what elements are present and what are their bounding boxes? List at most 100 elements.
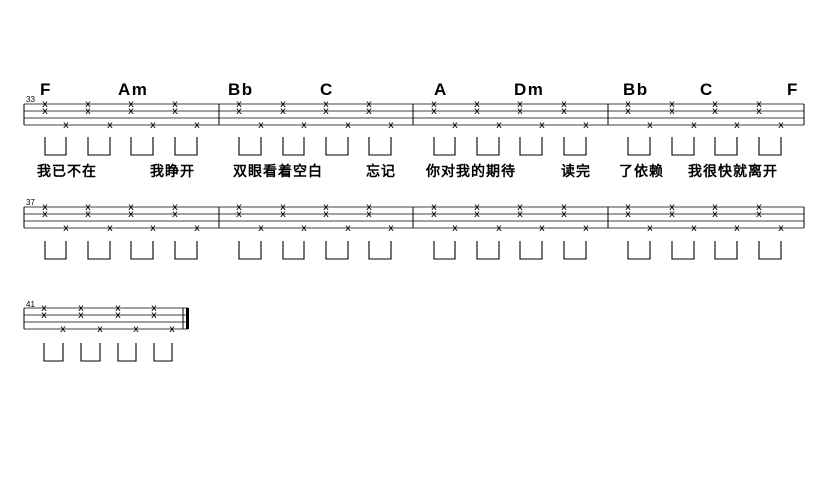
- lyric-line: 我睁开: [150, 163, 195, 180]
- svg-text:x: x: [236, 106, 242, 117]
- svg-text:x: x: [150, 223, 156, 234]
- svg-text:x: x: [194, 223, 200, 234]
- strum-marks: xxx xxx xxx xxx xxx xxx xxx xxx xxx xxx …: [42, 99, 784, 131]
- chord-name: Am: [118, 80, 148, 99]
- svg-text:x: x: [366, 209, 372, 220]
- svg-text:x: x: [128, 99, 134, 110]
- svg-text:x: x: [172, 209, 178, 220]
- svg-text:x: x: [172, 202, 178, 213]
- svg-text:x: x: [128, 209, 134, 220]
- svg-text:x: x: [625, 106, 631, 117]
- svg-text:x: x: [669, 99, 675, 110]
- svg-text:x: x: [756, 106, 762, 117]
- lyric-line: 我已不在: [37, 163, 97, 180]
- chord-name: Dm: [514, 80, 544, 99]
- svg-text:x: x: [151, 303, 157, 314]
- svg-text:x: x: [42, 202, 48, 213]
- svg-text:x: x: [496, 223, 502, 234]
- system-1: 33 F Am Bb C A Dm Bb C F xxx xxx xx: [23, 80, 805, 180]
- svg-text:x: x: [561, 99, 567, 110]
- lyric-line: 你对我的期待: [425, 163, 516, 180]
- svg-text:x: x: [388, 223, 394, 234]
- svg-text:x: x: [583, 223, 589, 234]
- barlines: [23, 207, 805, 228]
- rhythm-brackets: [44, 241, 782, 260]
- svg-text:x: x: [128, 202, 134, 213]
- svg-text:x: x: [42, 106, 48, 117]
- lyric-line: 读完: [561, 163, 591, 180]
- tab-staff: [24, 307, 188, 330]
- svg-text:x: x: [669, 209, 675, 220]
- chord-name: A: [434, 80, 448, 99]
- svg-text:x: x: [756, 202, 762, 213]
- svg-text:x: x: [63, 223, 69, 234]
- svg-text:x: x: [474, 99, 480, 110]
- svg-text:x: x: [150, 120, 156, 131]
- svg-text:x: x: [431, 209, 437, 220]
- svg-text:x: x: [712, 202, 718, 213]
- lyric-line: 了依赖: [619, 163, 664, 180]
- lyric-line: 我很快就离开: [688, 163, 778, 180]
- svg-text:x: x: [280, 99, 286, 110]
- chord-name: C: [320, 80, 334, 99]
- svg-text:x: x: [133, 324, 139, 335]
- svg-text:x: x: [431, 202, 437, 213]
- svg-text:x: x: [107, 223, 113, 234]
- svg-text:x: x: [42, 209, 48, 220]
- svg-text:x: x: [452, 120, 458, 131]
- svg-text:x: x: [41, 303, 47, 314]
- svg-text:x: x: [474, 202, 480, 213]
- svg-text:x: x: [647, 223, 653, 234]
- chord-name: F: [40, 80, 52, 99]
- svg-text:x: x: [431, 99, 437, 110]
- svg-text:x: x: [63, 120, 69, 131]
- svg-text:x: x: [258, 120, 264, 131]
- strum-marks: xxx xxx xxx xxx xxx xxx xxx xxx xxx xxx …: [42, 202, 784, 234]
- svg-text:x: x: [280, 209, 286, 220]
- svg-text:x: x: [280, 202, 286, 213]
- svg-text:x: x: [78, 310, 84, 321]
- measure-number: 33: [26, 95, 35, 104]
- strum-marks: xxx xxx xxx xxx: [41, 303, 175, 335]
- svg-text:x: x: [41, 310, 47, 321]
- svg-text:x: x: [366, 106, 372, 117]
- svg-text:x: x: [517, 106, 523, 117]
- svg-text:x: x: [517, 202, 523, 213]
- svg-text:x: x: [301, 120, 307, 131]
- svg-text:x: x: [107, 120, 113, 131]
- svg-text:x: x: [345, 223, 351, 234]
- svg-text:x: x: [85, 209, 91, 220]
- chord-name: Bb: [228, 80, 254, 99]
- svg-text:x: x: [625, 99, 631, 110]
- svg-text:x: x: [236, 202, 242, 213]
- svg-text:x: x: [301, 223, 307, 234]
- svg-text:x: x: [115, 303, 121, 314]
- svg-text:x: x: [42, 99, 48, 110]
- svg-text:x: x: [712, 106, 718, 117]
- svg-text:x: x: [712, 99, 718, 110]
- svg-text:x: x: [539, 120, 545, 131]
- svg-text:x: x: [734, 120, 740, 131]
- svg-text:x: x: [756, 209, 762, 220]
- svg-text:x: x: [712, 209, 718, 220]
- chord-name: F: [787, 80, 799, 99]
- measure-number: 37: [26, 198, 35, 207]
- svg-text:x: x: [669, 106, 675, 117]
- svg-text:x: x: [236, 99, 242, 110]
- svg-text:x: x: [97, 324, 103, 335]
- svg-text:x: x: [115, 310, 121, 321]
- svg-text:x: x: [474, 209, 480, 220]
- measure-number: 41: [26, 300, 35, 309]
- svg-text:x: x: [169, 324, 175, 335]
- svg-text:x: x: [517, 209, 523, 220]
- svg-text:x: x: [647, 120, 653, 131]
- svg-text:x: x: [323, 209, 329, 220]
- svg-text:x: x: [345, 120, 351, 131]
- svg-text:x: x: [236, 209, 242, 220]
- svg-text:x: x: [778, 223, 784, 234]
- svg-text:x: x: [561, 209, 567, 220]
- svg-text:x: x: [431, 106, 437, 117]
- svg-text:x: x: [323, 99, 329, 110]
- chord-name: Bb: [623, 80, 649, 99]
